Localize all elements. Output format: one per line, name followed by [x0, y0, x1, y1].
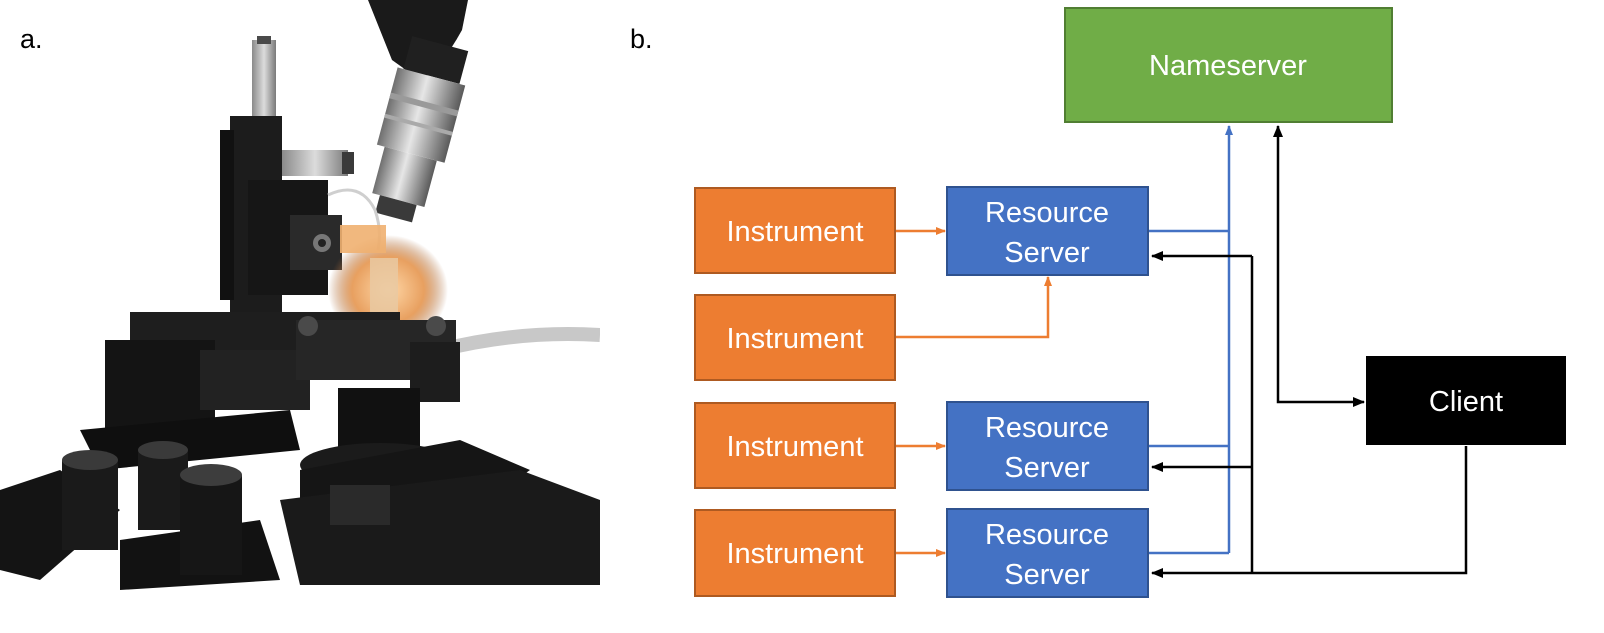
- instrument-node: Instrument: [694, 294, 896, 381]
- micrometer-horizontal: [282, 150, 348, 176]
- resource-server-node: Resource Server: [946, 401, 1149, 491]
- nameserver-label: Nameserver: [1149, 50, 1307, 82]
- instrument-node: Instrument: [694, 402, 896, 489]
- resource-server-label-line1: Resource: [985, 197, 1109, 229]
- microscope-setup-photo: [0, 0, 600, 590]
- client-connections: [1151, 125, 1468, 578]
- resource-server-label-line2: Server: [1004, 452, 1090, 484]
- optical-posts: [62, 441, 242, 575]
- instrument-label: Instrument: [727, 323, 864, 355]
- resource-server-node: Resource Server: [946, 508, 1149, 598]
- resource-server-label-line2: Server: [1004, 559, 1090, 591]
- client-node: Client: [1366, 356, 1566, 445]
- instrument-node: Instrument: [694, 187, 896, 274]
- instrument-node: Instrument: [694, 509, 896, 597]
- instrument-arrow: [896, 276, 1052, 339]
- nameserver-node: Nameserver: [1064, 7, 1393, 123]
- client-label: Client: [1429, 386, 1503, 418]
- instrument-label: Instrument: [727, 431, 864, 463]
- instrument-label: Instrument: [727, 538, 864, 570]
- registration-connections: [1149, 125, 1233, 555]
- panel-label-a: a.: [20, 24, 43, 54]
- resource-server-label-line1: Resource: [985, 412, 1109, 444]
- resource-server-node: Resource Server: [946, 186, 1149, 276]
- base-plate: [80, 410, 300, 470]
- resource-server-label-line1: Resource: [985, 519, 1109, 551]
- objective-lens: [372, 36, 469, 223]
- instrument-connections: [896, 227, 1052, 557]
- client-nameserver-arrow: [1273, 125, 1365, 407]
- panel-label-b: b.: [630, 24, 653, 54]
- client-trunk: [1252, 446, 1468, 575]
- instrument-label: Instrument: [727, 216, 864, 248]
- resource-server-label-line2: Server: [1004, 237, 1090, 269]
- micrometer-vertical: [252, 40, 276, 116]
